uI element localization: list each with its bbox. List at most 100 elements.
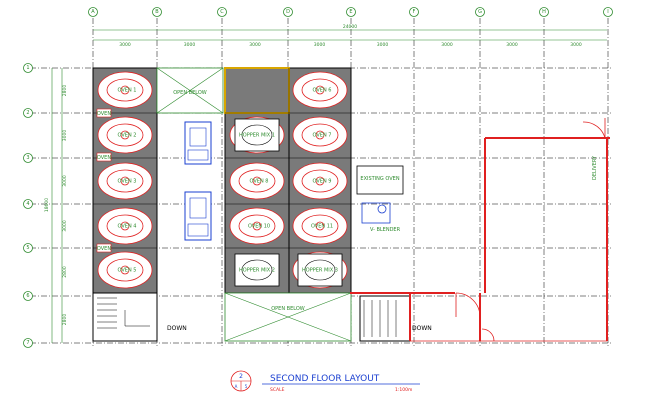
oven-tag-box-1 xyxy=(96,108,112,118)
oven-label: OVEN 9 xyxy=(313,179,332,185)
column-bubble-label: G xyxy=(478,9,482,15)
column-bubble-label: F xyxy=(413,9,416,15)
column-bubble-circle xyxy=(283,7,293,17)
row-bubble-circle xyxy=(23,243,33,253)
oven-label: OVEN 10 xyxy=(248,224,270,230)
row-bubble-circle xyxy=(23,63,33,73)
oven-core xyxy=(120,265,130,275)
row-dimension: 2800 xyxy=(62,266,68,278)
oven-ring xyxy=(238,214,276,238)
oven-left-2: OVEN 2 xyxy=(97,116,153,154)
oven-label: OVEN 5 xyxy=(118,268,137,274)
column-bubble-circle xyxy=(603,7,613,17)
row-bubble-label: 1 xyxy=(26,65,29,71)
row-bubble-7: 7 xyxy=(23,338,33,348)
column-bubble-G: G xyxy=(475,7,485,17)
existing-oven: EXISTING OVEN xyxy=(356,165,404,195)
column-bubble-F: F xyxy=(409,7,419,17)
hopper-frame xyxy=(234,253,280,287)
oven-middle-10: OVEN 10 xyxy=(229,207,285,245)
column-bubble-H: H xyxy=(539,7,549,17)
vertical-note: DELIVERY xyxy=(592,155,598,180)
row-bubble-label: 3 xyxy=(26,155,29,161)
column-dimension: 3000 xyxy=(506,42,518,48)
mixer-machine-2 xyxy=(184,191,212,241)
oven-core xyxy=(315,221,325,231)
row-bubble-5: 5 xyxy=(23,243,33,253)
hopper-2: HOPPER MIX 2 xyxy=(234,253,280,287)
oven-ring xyxy=(301,169,339,193)
oven-left-1: OVEN 1 xyxy=(97,71,153,109)
oven-left-5: OVEN 5 xyxy=(97,251,153,289)
column-bubble-circle xyxy=(539,7,549,17)
open-below-top: OPEN BELOW xyxy=(156,67,224,114)
column-bubble-circle xyxy=(409,7,419,17)
row-dimension: 3000 xyxy=(62,175,68,187)
row-bubble-1: 1 xyxy=(23,63,33,73)
oven-ring xyxy=(106,214,144,238)
oven-core xyxy=(252,176,262,186)
oven-middle-9: OVEN 9 xyxy=(292,162,348,200)
oven-ring xyxy=(301,78,339,102)
oven-ring xyxy=(301,123,339,147)
oven-left-4: OVEN 4 xyxy=(97,207,153,245)
row-dimension: 2800 xyxy=(62,314,68,326)
hopper-label: HOPPER MIX 2 xyxy=(239,268,275,274)
row-bubble-4: 4 xyxy=(23,199,33,209)
oven-ring xyxy=(301,214,339,238)
column-dimension: 3000 xyxy=(441,42,453,48)
row-bubble-label: 4 xyxy=(26,201,29,207)
hopper-frame xyxy=(234,118,280,152)
oven-tag-1: OVEN xyxy=(97,111,111,117)
oven-label: OVEN 1 xyxy=(118,88,137,94)
row-bubble-3: 3 xyxy=(23,153,33,163)
open-below-top-label: OPEN BELOW xyxy=(173,90,207,96)
hopper-3: HOPPER MIX 3 xyxy=(297,253,343,287)
plan-title: SECOND FLOOR LAYOUT xyxy=(270,374,380,384)
hopper-label: HOPPER MIX 1 xyxy=(239,133,275,139)
oven-core xyxy=(120,221,130,231)
sheet-ref-right: 5 xyxy=(245,384,248,389)
v-blender-label: V- BLENDER xyxy=(370,227,401,233)
column-bubble-label: D xyxy=(286,9,290,15)
oven-tag-2: OVEN xyxy=(97,155,111,161)
oven-core xyxy=(120,85,130,95)
column-bubble-label: H xyxy=(542,9,546,15)
row-bubble-circle xyxy=(23,291,33,301)
oven-tag-3: OVEN xyxy=(97,246,111,252)
column-bubble-circle xyxy=(475,7,485,17)
row-bubble-circle xyxy=(23,199,33,209)
hopper-label: HOPPER MIX 3 xyxy=(302,268,338,274)
row-bubble-label: 6 xyxy=(26,293,29,299)
column-bubble-E: E xyxy=(346,7,356,17)
column-dimension: 3000 xyxy=(570,42,582,48)
hopper-1: HOPPER MIX 1 xyxy=(234,118,280,152)
oven-ring xyxy=(106,123,144,147)
column-dimension: 3000 xyxy=(377,42,389,48)
overall-dimension: 24000 xyxy=(343,24,357,30)
oven-label: OVEN 6 xyxy=(313,88,332,94)
column-bubble-I: I xyxy=(603,7,613,17)
column-bubble-A: A xyxy=(88,7,98,17)
oven-middle-6: OVEN 6 xyxy=(292,71,348,109)
oven-label: OVEN 7 xyxy=(313,133,332,139)
down-right-label: DOWN xyxy=(412,325,432,332)
column-bubble-label: C xyxy=(220,9,224,15)
row-bubble-label: 7 xyxy=(26,340,29,346)
oven-core xyxy=(252,221,262,231)
row-bubble-label: 2 xyxy=(26,110,29,116)
oven-core xyxy=(315,130,325,140)
stair-right: DOWN xyxy=(359,295,432,342)
row-bubble-2: 2 xyxy=(23,108,33,118)
column-bubble-label: E xyxy=(349,9,352,15)
oven-ring xyxy=(106,78,144,102)
oven-ring xyxy=(238,169,276,193)
oven-middle-7: OVEN 7 xyxy=(292,116,348,154)
oven-core xyxy=(315,85,325,95)
oven-ring xyxy=(106,169,144,193)
row-bubbles: 1 2 3 4 5 6 7 xyxy=(23,63,33,348)
